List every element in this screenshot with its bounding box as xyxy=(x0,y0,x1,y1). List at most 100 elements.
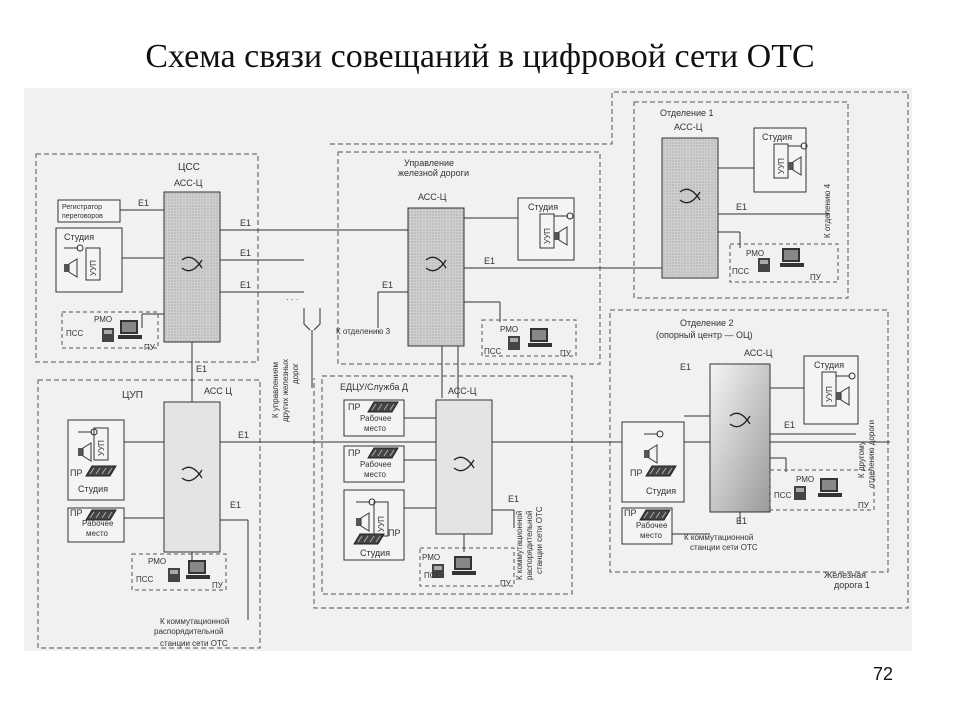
workplace-label-line2: место xyxy=(364,424,387,433)
computer-icon xyxy=(780,248,804,267)
pu-label: ПУ xyxy=(144,343,156,352)
pr-label: ПР xyxy=(388,528,400,538)
station-left-line1: К коммутационной xyxy=(160,617,229,626)
cup-title: ЦУП xyxy=(122,390,143,401)
computer-icon xyxy=(186,560,210,579)
pr-label: ПР xyxy=(624,508,636,518)
network-diagram: ЦСС ЦУП Управление железной дороги ЕДЦУ/… xyxy=(24,88,912,651)
studio-label: Студия xyxy=(528,202,558,212)
station-left-line2: распорядительной xyxy=(154,627,223,636)
uup-label: УУП xyxy=(543,228,552,244)
switch-label: АСС Ц xyxy=(204,386,232,396)
css-boundary xyxy=(35,153,259,363)
e1-label: E1 xyxy=(240,218,251,228)
e1-label: E1 xyxy=(736,516,747,526)
station-right-line1: К коммутационной xyxy=(684,533,753,542)
e1-label: E1 xyxy=(680,362,691,372)
pr-label: ПР xyxy=(348,448,360,458)
station-right-line2: станции сети ОТС xyxy=(690,543,758,552)
rmo-label: РМО xyxy=(796,475,814,484)
pu-label: ПУ xyxy=(560,349,572,358)
switch-label: АСС-Ц xyxy=(744,348,773,358)
pss-label: ПСС xyxy=(774,491,792,500)
switch-cup xyxy=(163,401,221,553)
computer-icon xyxy=(452,556,476,575)
css-title: ЦСС xyxy=(178,162,200,173)
uup-label: УУП xyxy=(89,260,98,276)
rmo-label: РМО xyxy=(94,315,112,324)
rmo-label: РМО xyxy=(422,553,440,562)
recorder-label-line2: переговоров xyxy=(62,213,103,220)
e1-label: E1 xyxy=(238,430,249,440)
switch-css xyxy=(163,191,221,343)
recorder-box xyxy=(57,199,121,223)
cup-boundary xyxy=(37,379,261,649)
e1-label: E1 xyxy=(240,280,251,290)
switch-label: АСС-Ц xyxy=(174,178,203,188)
studio-label: Студия xyxy=(64,232,94,242)
e1-label: E1 xyxy=(230,500,241,510)
to-other-branch-line2: отделению дороги xyxy=(867,420,876,488)
other-rail-line3: дорог xyxy=(291,363,300,384)
other-rail-line1: К управлениям xyxy=(271,362,280,418)
rmo-groups xyxy=(61,243,875,591)
edcu-title: ЕДЦУ/Служба Д xyxy=(340,382,408,392)
phone-icon xyxy=(508,336,520,350)
switch-edcu xyxy=(435,399,493,535)
computer-icon xyxy=(818,478,842,497)
pu-label: ПУ xyxy=(858,501,870,510)
workplace-label-line2: место xyxy=(86,529,109,538)
to-branch4-label: К отделению 4 xyxy=(823,183,832,238)
station-mid-line2: распорядительной xyxy=(525,511,534,580)
workplace-label-line1: Рабочее xyxy=(360,460,392,469)
uup-label: УУП xyxy=(825,386,834,402)
switches xyxy=(163,137,771,553)
upr-title-line1: Управление xyxy=(404,158,454,168)
to-other-branch-line1: К другому xyxy=(857,441,866,478)
e1-label: E1 xyxy=(784,420,795,430)
phone-icon xyxy=(102,328,114,342)
e1-label: E1 xyxy=(736,202,747,212)
pss-label: ПСС xyxy=(732,267,750,276)
pu-label: ПУ xyxy=(500,579,512,588)
uup-label: УУП xyxy=(377,516,386,532)
group-boundaries xyxy=(35,91,909,649)
uup-blocks xyxy=(85,143,837,537)
pr-label: ПР xyxy=(348,402,360,412)
workplace-label-line1: Рабочее xyxy=(636,521,668,530)
phone-icon xyxy=(168,568,180,582)
connection-lines xyxy=(120,167,890,620)
e1-label: E1 xyxy=(196,364,207,374)
e1-label: E1 xyxy=(240,248,251,258)
e1-label: E1 xyxy=(138,198,149,208)
pu-label: ПУ xyxy=(212,581,224,590)
rmo-label: РМО xyxy=(746,249,764,258)
slide-number: 72 xyxy=(873,664,894,684)
otd2-title-line1: Отделение 2 xyxy=(680,318,734,328)
rmo-label: РМО xyxy=(148,557,166,566)
rmo-label: РМО xyxy=(500,325,518,334)
phone-icon xyxy=(794,486,806,500)
switch-label: АСС-Ц xyxy=(674,122,703,132)
workplace-label-line2: место xyxy=(364,470,387,479)
otd1-boundary xyxy=(633,101,849,299)
diagram-svg: ЦСС ЦУП Управление железной дороги ЕДЦУ/… xyxy=(35,91,909,649)
ellipsis: · · · xyxy=(286,295,298,304)
studio-otd2b-box xyxy=(621,421,685,503)
pu-label: ПУ xyxy=(810,273,822,282)
switch-otd1 xyxy=(661,137,719,279)
pr-label: ПР xyxy=(70,508,82,518)
computer-icon xyxy=(118,320,142,339)
otd2-title-line2: (опорный центр — ОЦ) xyxy=(656,330,753,340)
pss-label: ПСС xyxy=(424,571,442,580)
other-rail-line2: других железных xyxy=(281,359,290,422)
studio-label: Студия xyxy=(762,132,792,142)
uup-label: УУП xyxy=(777,158,786,174)
studio-label: Студия xyxy=(78,484,108,494)
to-branch3-label: К отделению 3 xyxy=(336,327,391,336)
recorder-label-line1: Регистратор xyxy=(62,204,102,211)
station-left-line3: станции сети ОТС xyxy=(160,639,228,648)
switch-upr xyxy=(407,207,465,347)
railway-label-line1: Железная xyxy=(824,570,866,580)
otd1-title: Отделение 1 xyxy=(660,108,714,118)
